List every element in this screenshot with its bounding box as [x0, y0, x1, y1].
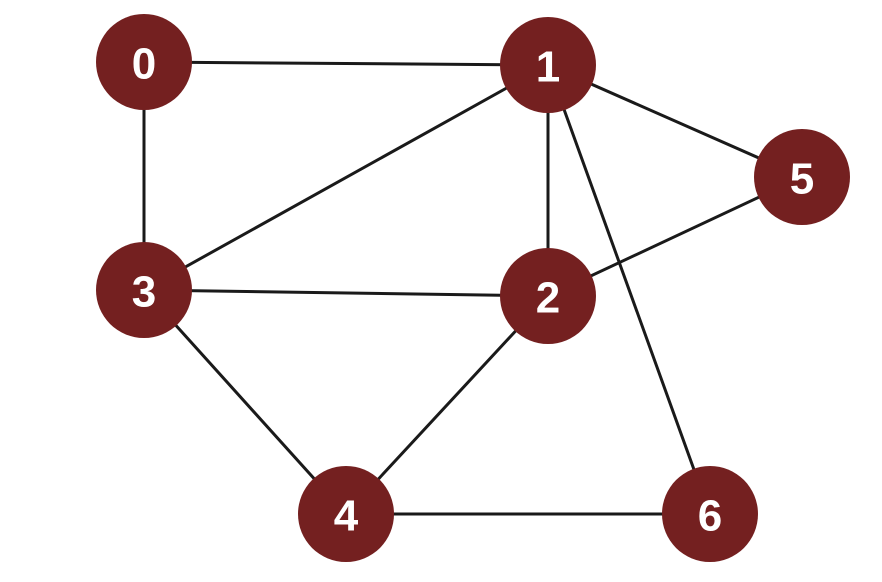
edges-layer [142, 60, 804, 516]
node-label: 0 [132, 40, 156, 89]
node-4: 4 [298, 466, 394, 562]
node-6: 6 [662, 466, 758, 562]
node-label: 2 [536, 274, 560, 323]
node-label: 1 [536, 43, 560, 92]
node-label: 6 [698, 492, 722, 541]
node-circle [662, 466, 758, 562]
edge-2-4 [344, 294, 550, 516]
nodes-layer: 0 1 2 3 4 5 6 [96, 14, 850, 562]
node-label: 4 [334, 492, 359, 541]
node-5: 5 [754, 129, 850, 225]
edge-3-4 [142, 288, 348, 516]
node-label: 3 [132, 268, 156, 317]
node-label: 5 [790, 155, 814, 204]
node-circle [96, 14, 192, 110]
edge-1-6 [546, 63, 712, 516]
node-0: 0 [96, 14, 192, 110]
node-1: 1 [500, 17, 596, 113]
edge-3-2 [142, 288, 550, 298]
edge-0-1 [142, 60, 550, 67]
node-3: 3 [96, 242, 192, 338]
node-circle [500, 17, 596, 113]
node-circle [754, 129, 850, 225]
node-circle [96, 242, 192, 338]
node-circle [500, 248, 596, 344]
node-2: 2 [500, 248, 596, 344]
node-circle [298, 466, 394, 562]
edge-1-3 [142, 63, 550, 292]
